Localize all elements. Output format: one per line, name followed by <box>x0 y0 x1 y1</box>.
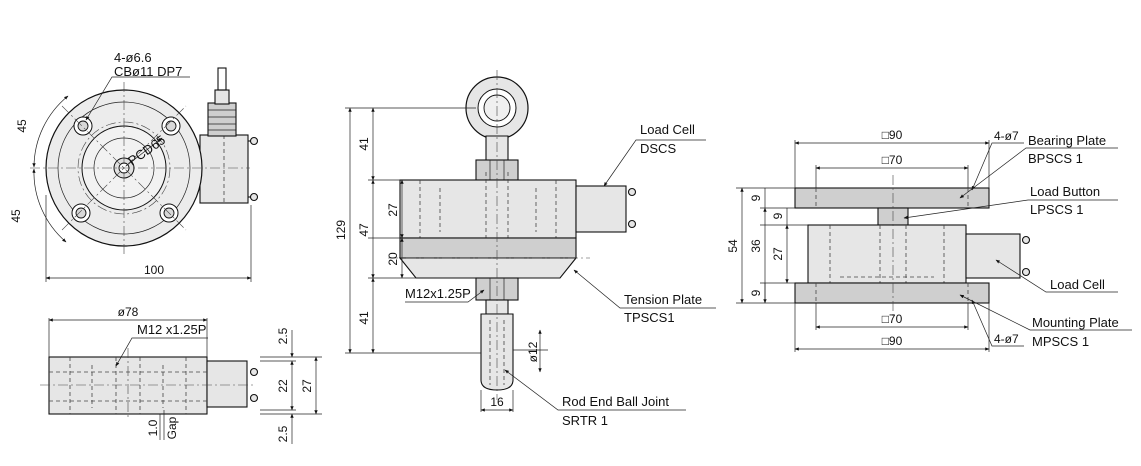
holes-callout-line1: 4-ø6.6 <box>114 50 152 65</box>
callout-load-button: Load Button <box>1030 184 1100 199</box>
callout-load-button-model: LPSCS 1 <box>1030 202 1083 217</box>
tension-assembly: 129 41 47 41 27 20 M12x1.25P ø12 16 Load… <box>334 70 716 428</box>
callout-load-cell-model: DSCS <box>640 141 676 156</box>
height-top: 41 <box>357 137 371 151</box>
rod-width: 16 <box>490 395 504 409</box>
top-holes-label: 4-ø7 <box>994 129 1019 143</box>
height-button: 9 <box>771 212 785 219</box>
callout-load-cell: Load Cell <box>640 122 695 137</box>
bearing-plate <box>794 187 990 209</box>
height-bottom: 41 <box>357 311 371 325</box>
height-top-plate: 9 <box>749 194 763 201</box>
callout-comp-load-cell: Load Cell <box>1050 277 1105 292</box>
thread-callout: M12 x1.25P <box>137 322 206 337</box>
bottom-outer-dim: □90 <box>882 334 903 348</box>
height-bottom-plate: 9 <box>749 289 763 296</box>
callout-tension-plate-model: TPSCS1 <box>624 310 675 325</box>
height-lower: 20 <box>386 252 400 266</box>
dim-middle: 22 <box>276 379 290 393</box>
callout-mounting-plate-model: MPSCS 1 <box>1032 334 1089 349</box>
height-total-comp: 54 <box>726 239 740 253</box>
height-total: 129 <box>334 220 348 240</box>
callout-bearing-plate-model: BPSCS 1 <box>1028 151 1083 166</box>
diameter-label: ø78 <box>118 305 139 319</box>
bottom-inner-dim: □70 <box>882 312 903 326</box>
gap-value: 1.0 <box>146 419 160 436</box>
top-view: 45 45 4-ø6.6 CBø11 DP7 PCD65 100 <box>9 50 259 282</box>
compression-load-cell <box>807 224 967 284</box>
gap-label: Gap <box>165 416 179 439</box>
callout-rod-end-model: SRTR 1 <box>562 413 608 428</box>
dim-total: 27 <box>300 379 314 393</box>
tension-load-cell <box>399 179 577 239</box>
rod-diameter: ø12 <box>526 341 540 362</box>
dim-bottom: 2.5 <box>276 425 290 442</box>
callout-tension-plate: Tension Plate <box>624 292 702 307</box>
height-cell-comp: 27 <box>771 247 785 261</box>
callout-rod-end: Rod End Ball Joint <box>562 394 669 409</box>
tension-cable-box <box>575 185 627 233</box>
top-outer-dim: □90 <box>882 128 903 142</box>
tension-thread-label: M12x1.25P <box>405 286 471 301</box>
angle-top-label: 45 <box>15 119 29 133</box>
compression-assembly: □90 □70 □70 □90 4-ø7 4-ø7 54 36 27 9 <box>726 128 1132 352</box>
compression-cable-box <box>965 233 1021 279</box>
tension-plate <box>399 237 577 259</box>
top-inner-dim: □70 <box>882 153 903 167</box>
callout-mounting-plate: Mounting Plate <box>1032 315 1119 330</box>
height-mid-comp: 36 <box>749 239 763 253</box>
cable-gland <box>207 102 237 137</box>
bottom-holes-label: 4-ø7 <box>994 332 1019 346</box>
angle-bottom-label: 45 <box>9 209 23 223</box>
holes-callout-line2: CBø11 DP7 <box>114 64 182 79</box>
front-view: ø78 M12 x1.25P 2.5 22 27 2.5 1.0 Gap <box>40 305 322 444</box>
width-dimension: 100 <box>144 263 164 277</box>
height-upper: 27 <box>386 203 400 217</box>
front-cable-box <box>206 360 248 408</box>
dim-top: 2.5 <box>276 327 290 344</box>
height-body: 47 <box>357 223 371 237</box>
mounting-plate <box>794 282 990 304</box>
callout-bearing-plate: Bearing Plate <box>1028 133 1106 148</box>
